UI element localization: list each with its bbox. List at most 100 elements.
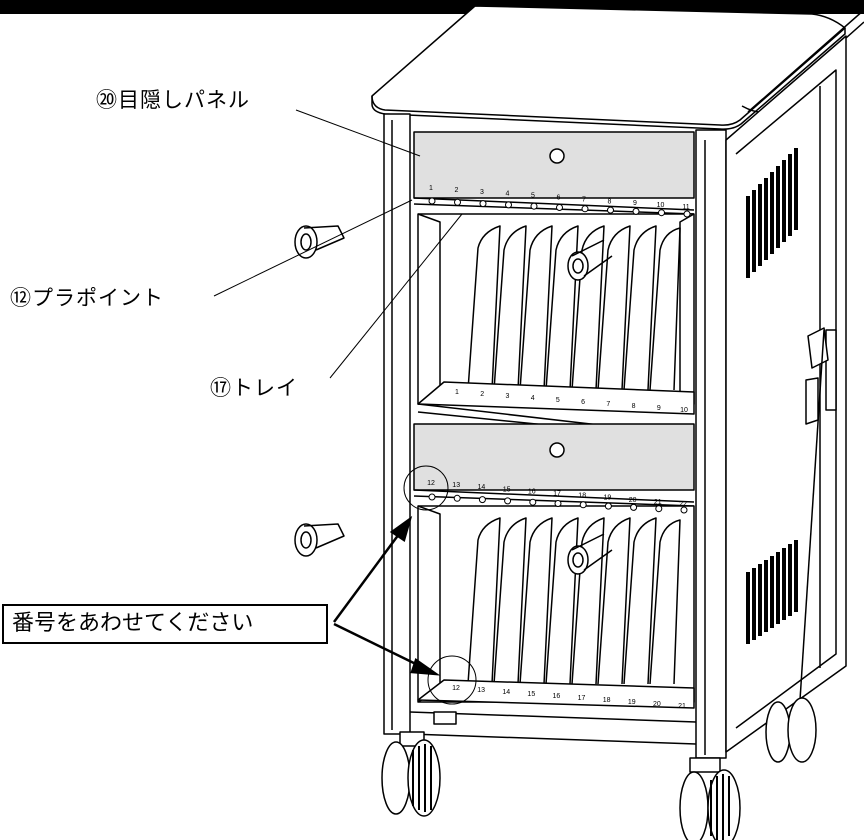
upper-panel-numbers-label: 8 bbox=[608, 198, 612, 205]
panel-peg bbox=[632, 207, 640, 215]
lower-tray-numbers-label: 20 bbox=[653, 701, 661, 708]
lower-panel-numbers-label: 20 bbox=[629, 497, 637, 504]
lower-panel-numbers-label: 21 bbox=[654, 499, 662, 506]
side-vents bbox=[746, 148, 798, 644]
panel-peg bbox=[556, 204, 563, 211]
lower-tray-dividers bbox=[467, 517, 681, 685]
lower-panel-keyhole bbox=[549, 442, 565, 458]
upper-tray-numbers-label: 10 bbox=[680, 407, 688, 414]
side-latch bbox=[825, 329, 837, 411]
lower-mounted-knob bbox=[567, 533, 613, 575]
panel-leader-line bbox=[295, 109, 421, 157]
left-front-post bbox=[383, 113, 411, 735]
upper-panel-numbers-label: 2 bbox=[455, 187, 459, 194]
panel-peg bbox=[658, 209, 665, 217]
lower-tray-numbers-label: 16 bbox=[553, 693, 561, 700]
cart-top-surface bbox=[371, 5, 846, 126]
panel-peg bbox=[607, 206, 614, 214]
panel-peg bbox=[579, 501, 587, 509]
upper-tray-numbers-label: 2 bbox=[480, 391, 484, 398]
upper-loose-knob bbox=[294, 225, 345, 259]
panel-peg bbox=[581, 205, 589, 213]
upper-tray-numbers-label: 9 bbox=[657, 405, 661, 412]
lower-tray-numbers-label: 21 bbox=[678, 703, 686, 710]
upper-tray bbox=[417, 381, 695, 415]
panel-peg bbox=[478, 496, 486, 504]
panel-peg bbox=[630, 503, 638, 511]
upper-compartment bbox=[417, 213, 695, 405]
lower-tray-numbers-label: 13 bbox=[477, 687, 485, 694]
arrow-to-panel-number bbox=[332, 529, 404, 623]
lower-tray-numbers-label: 15 bbox=[527, 691, 535, 698]
upper-tray-numbers-label: 5 bbox=[556, 397, 560, 404]
lower-panel-number-row: 12 13 14 15 16 17 18 19 20 21 22 bbox=[427, 480, 688, 514]
upper-panel-numbers-label: 1 bbox=[429, 185, 433, 192]
panel-peg bbox=[428, 197, 436, 205]
upper-panel-numbers-label: 4 bbox=[506, 191, 510, 198]
panel-peg bbox=[504, 497, 512, 505]
upper-panel-numbers-label: 9 bbox=[633, 200, 637, 207]
rear-right-caster bbox=[765, 697, 817, 763]
panel-peg bbox=[454, 198, 461, 206]
alignment-circle-tray bbox=[427, 655, 477, 705]
upper-panel-numbers-label: 6 bbox=[557, 195, 561, 202]
panel-peg bbox=[453, 494, 461, 502]
lower-panel-numbers-label: 16 bbox=[528, 488, 536, 495]
alignment-circle-panel bbox=[403, 465, 449, 511]
lower-tray bbox=[417, 679, 695, 709]
upper-panel-numbers-label: 11 bbox=[682, 204, 689, 211]
bottom-foot bbox=[433, 711, 457, 725]
upper-panel-number-row: 1 2 3 4 5 6 7 8 9 10 11 bbox=[428, 185, 691, 218]
lower-panel-numbers-label: 13 bbox=[452, 482, 460, 489]
lower-panel-numbers-label: 19 bbox=[604, 495, 612, 502]
upper-panel-numbers-label: 5 bbox=[531, 193, 535, 200]
upper-panel-numbers-label: 7 bbox=[582, 196, 586, 203]
panel-peg bbox=[680, 506, 688, 514]
lower-tray-numbers-label: 17 bbox=[578, 695, 586, 702]
arrow-head-tray bbox=[410, 658, 441, 676]
upper-cover-panel bbox=[413, 131, 695, 199]
caster-treads bbox=[412, 744, 730, 840]
arrow-to-tray-number bbox=[333, 622, 425, 670]
panel-peg bbox=[554, 500, 562, 507]
lower-panel-numbers-label: 12 bbox=[427, 480, 435, 487]
callout-blind-panel: ⑳目隠しパネル bbox=[96, 88, 250, 112]
lower-panel-numbers-label: 15 bbox=[503, 486, 511, 493]
upper-tray-numbers-label: 6 bbox=[581, 399, 585, 406]
panel-peg bbox=[505, 201, 512, 209]
lower-tray-numbers-label: 18 bbox=[603, 697, 611, 704]
upper-tray-numbers-label: 8 bbox=[632, 403, 636, 410]
callout-plapoint-knob: ⑫プラポイント bbox=[10, 286, 164, 310]
upper-tray-dividers bbox=[467, 225, 681, 391]
upper-panel-numbers-label: 10 bbox=[657, 202, 665, 209]
lower-loose-knob bbox=[294, 523, 345, 557]
knob-leader-line bbox=[213, 199, 413, 297]
lower-panel-numbers-label: 17 bbox=[553, 491, 561, 498]
lower-tray-number-row: 12 13 14 15 16 17 18 19 20 21 bbox=[452, 685, 686, 710]
tray-leader-line bbox=[329, 213, 463, 379]
lower-tray-numbers-label: 12 bbox=[452, 685, 460, 692]
upper-tray-numbers-label: 4 bbox=[531, 395, 535, 402]
panel-peg bbox=[683, 210, 691, 218]
lower-panel-numbers-label: 14 bbox=[478, 484, 486, 491]
panel-peg bbox=[530, 202, 538, 210]
right-front-post bbox=[695, 129, 727, 759]
upper-tray-numbers-label: 1 bbox=[455, 389, 459, 396]
lower-tray-numbers-label: 14 bbox=[502, 689, 510, 696]
upper-panel-numbers-label: 3 bbox=[480, 189, 484, 196]
lower-tray-numbers-label: 19 bbox=[628, 699, 636, 706]
upper-tray-numbers-label: 3 bbox=[505, 393, 509, 400]
panel-peg bbox=[529, 498, 537, 506]
upper-mounted-knob bbox=[567, 239, 613, 281]
panel-peg bbox=[655, 505, 663, 513]
panel-peg bbox=[428, 493, 436, 501]
arrow-head-panel bbox=[389, 515, 413, 542]
lower-panel-numbers-label: 22 bbox=[679, 501, 687, 508]
notice-match-numbers: 番号をあわせてください bbox=[2, 604, 328, 644]
panel-peg bbox=[479, 200, 487, 208]
lower-panel-numbers-label: 18 bbox=[578, 493, 586, 500]
upper-panel-keyhole bbox=[549, 148, 565, 164]
cart-top-edge bbox=[371, 28, 846, 130]
